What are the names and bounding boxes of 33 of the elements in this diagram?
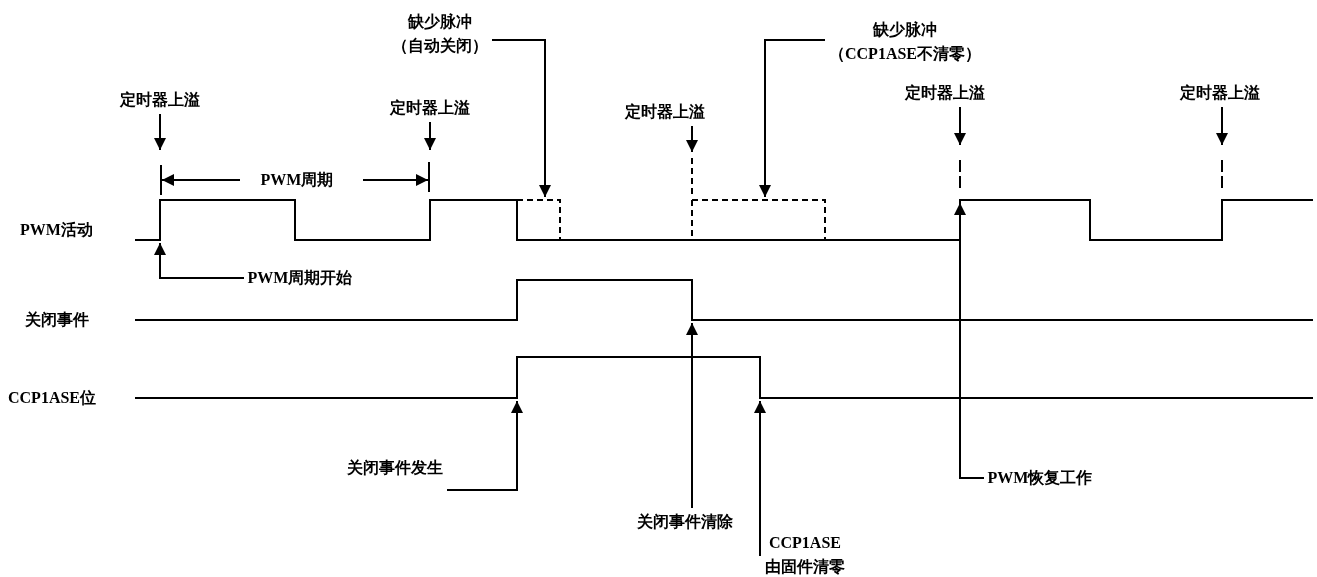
leader-arrow	[154, 113, 166, 151]
waveform	[134, 199, 1314, 241]
callout-text: 关闭事件发生	[347, 458, 443, 478]
signal-name: CCP1ASE位	[8, 388, 96, 408]
signal-name: 关闭事件	[25, 310, 89, 330]
callout-text: 缺少脉冲	[407, 12, 473, 32]
waveform	[134, 356, 1314, 399]
callout-text: 关闭事件清除	[637, 512, 733, 532]
leader-arrow	[754, 400, 766, 556]
callout-text: 定时器上溢	[120, 90, 200, 110]
callout-text: 定时器上溢	[1180, 83, 1260, 103]
callout-text: 定时器上溢	[625, 102, 705, 122]
callout-text: （CCP1ASE不清零）	[829, 44, 981, 64]
callout-text: PWM恢复工作	[987, 468, 1093, 488]
leader-arrow	[686, 125, 698, 153]
callout-text: 定时器上溢	[905, 83, 985, 103]
leader-arrow	[491, 39, 551, 198]
callout-text: PWM周期开始	[247, 268, 353, 288]
callout-text: （自动关闭）	[392, 36, 488, 56]
leader-arrow	[446, 400, 523, 491]
signal-name: PWM活动	[20, 220, 93, 240]
leader-arrow	[954, 202, 985, 479]
leader-arrow	[954, 106, 966, 146]
leader-arrow	[686, 322, 698, 509]
dimension-label: PWM周期	[260, 170, 334, 190]
callout-text: 由固件清零	[765, 557, 845, 577]
callout-text: 定时器上溢	[390, 98, 470, 118]
leader-arrow	[759, 39, 826, 198]
leader-arrow	[424, 121, 436, 151]
callout-text: 缺少脉冲	[872, 20, 938, 40]
callout-text: CCP1ASE	[768, 533, 842, 553]
leader-arrow	[1216, 106, 1228, 146]
leader-arrow	[154, 242, 245, 279]
